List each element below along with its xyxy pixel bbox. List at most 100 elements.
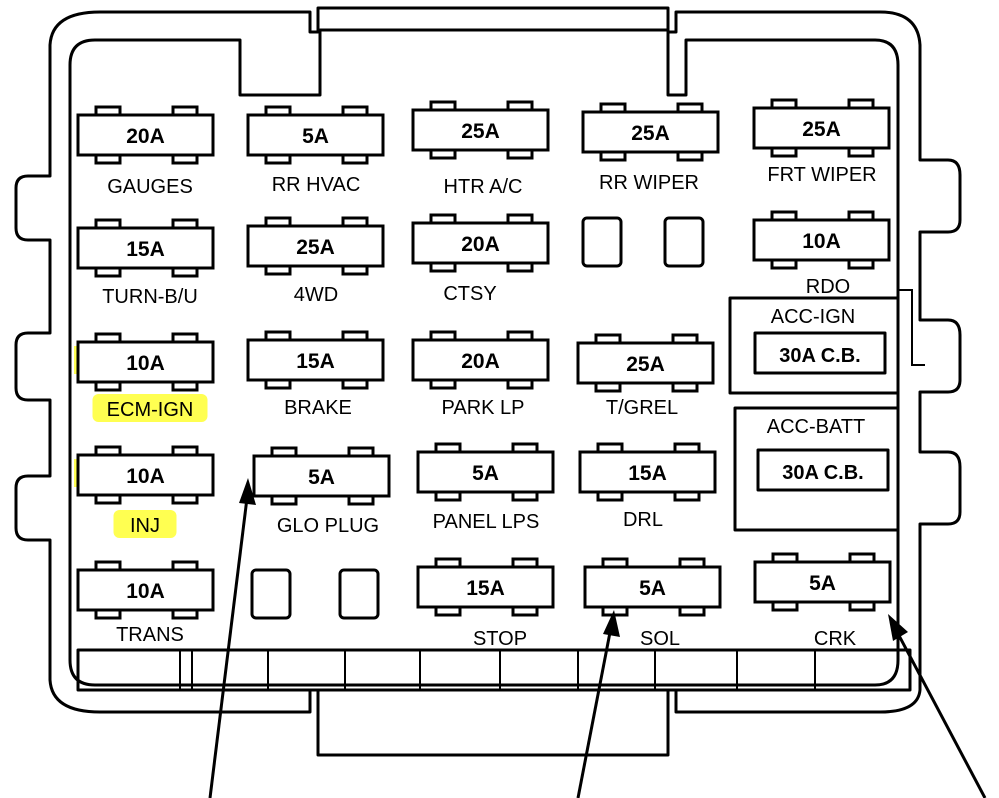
fuse-body — [76, 226, 215, 270]
fuse-rating: 15A — [296, 350, 335, 373]
fuse-body — [411, 338, 550, 382]
fuse-label: SOL — [640, 628, 680, 650]
fuse-glo-plug: 5A GLO PLUG — [252, 446, 391, 537]
arrow-head — [888, 614, 908, 641]
fuse-drl: 15A DRL — [578, 442, 717, 531]
fuse-label: T/GREL — [606, 397, 678, 419]
fuse-rating: 25A — [461, 120, 500, 143]
fuse-rating: 5A — [639, 577, 666, 600]
highlight-label — [113, 510, 177, 538]
fuse-rating: 15A — [466, 577, 505, 600]
fuse-ctsy: 20A CTSY — [411, 213, 550, 305]
fuse-label: DRL — [623, 509, 663, 531]
fuse-label: GAUGES — [107, 176, 193, 198]
fuse-frt-wiper: 25A FRT WIPER — [752, 98, 891, 186]
fuse-rating: 10A — [126, 580, 165, 603]
fuse-rating: 25A — [296, 236, 335, 259]
fuse-label: CTSY — [443, 283, 496, 305]
fuse-label: PANEL LPS — [433, 511, 540, 533]
fuse-rating: 10A — [126, 465, 165, 488]
fuse-body — [416, 565, 555, 609]
fuse-turn-bu: 15A TURN-B/U — [76, 218, 215, 308]
fuse-rr-wiper: 25A RR WIPER — [581, 102, 720, 194]
fuse-body — [76, 340, 215, 384]
fuse-block-inner-wall — [68, 28, 900, 687]
empty-socket — [581, 216, 623, 268]
fuse-rating: 10A — [802, 230, 841, 253]
fuse-body — [752, 218, 891, 262]
empty-socket — [663, 216, 705, 268]
fuse-label: CRK — [814, 628, 857, 650]
fuse-label: TRANS — [116, 624, 184, 646]
fuse-body — [583, 565, 722, 609]
fuse-rdo: 10A RDO — [752, 210, 891, 298]
circuit-breaker-acc-batt: ACC-BATT 30A C.B. — [733, 406, 900, 532]
fuse-rating: 5A — [308, 466, 335, 489]
fuse-htr-ac: 25A HTR A/C — [411, 100, 550, 198]
arrow-head — [603, 610, 620, 637]
fuse-4wd: 25A 4WD — [246, 216, 385, 306]
breaker-enclosure — [728, 296, 900, 395]
fuse-label: ECM-IGN — [107, 399, 194, 421]
fuse-panel-lps: 5A PANEL LPS — [416, 442, 555, 533]
pointer-arrows — [208, 478, 987, 798]
fuse-body — [411, 221, 550, 265]
fuse-sol: 5A SOL — [583, 557, 722, 650]
fuse-label: FRT WIPER — [767, 164, 876, 186]
fuse-label: GLO PLUG — [277, 515, 379, 537]
fuse-label: TURN-B/U — [102, 286, 198, 308]
fuse-rating: 25A — [631, 122, 670, 145]
fuse-label: RR WIPER — [599, 172, 699, 194]
arrow-head — [239, 478, 256, 505]
fuse-label: BRAKE — [284, 397, 352, 419]
fuse-label: PARK LP — [442, 397, 525, 419]
fuse-body — [246, 224, 385, 268]
fuse-body — [76, 568, 215, 612]
fuse-label: HTR A/C — [444, 176, 523, 198]
side-bracket — [898, 289, 925, 366]
breaker-rating: 30A C.B. — [779, 345, 861, 367]
breaker-rating: 30A C.B. — [782, 462, 864, 484]
empty-fuse-sockets — [250, 216, 705, 620]
fuse-rating: 15A — [126, 238, 165, 261]
breaker-body — [753, 331, 887, 375]
fuse-rating: 5A — [302, 125, 329, 148]
fuse-rating: 5A — [472, 462, 499, 485]
fuse-rating: 15A — [628, 462, 667, 485]
fuse-label: 4WD — [294, 284, 338, 306]
fuse-body — [753, 560, 892, 604]
fuse-brake: 15A BRAKE — [246, 330, 385, 419]
arrow-line — [208, 489, 250, 798]
arrow-line — [576, 621, 614, 798]
fuse-label: RDO — [806, 276, 850, 298]
fuse-body — [578, 450, 717, 494]
fuse-rating: 25A — [802, 118, 841, 141]
arrow-line — [893, 627, 987, 798]
terminal-strip — [76, 648, 912, 692]
empty-socket — [338, 568, 380, 620]
fuse-body — [252, 454, 391, 498]
fuse-rating: 20A — [126, 125, 165, 148]
fuse-body — [576, 341, 715, 385]
fuse-body — [752, 106, 891, 150]
terminal-strip-dividers — [179, 650, 816, 690]
fuse-inj: 10A INJ — [76, 445, 215, 537]
empty-socket — [250, 568, 292, 620]
fuse-label: INJ — [130, 515, 160, 537]
fuse-rating: 20A — [461, 233, 500, 256]
fuse-gauges: 20A GAUGES — [76, 105, 215, 198]
breaker-body — [756, 448, 890, 492]
fuse-body — [581, 110, 720, 154]
fuse-trans: 10A TRANS — [76, 560, 215, 646]
circuit-breaker-acc-ign: ACC-IGN 30A C.B. — [728, 296, 900, 395]
breaker-enclosure — [733, 406, 900, 532]
fuse-body — [76, 453, 215, 497]
